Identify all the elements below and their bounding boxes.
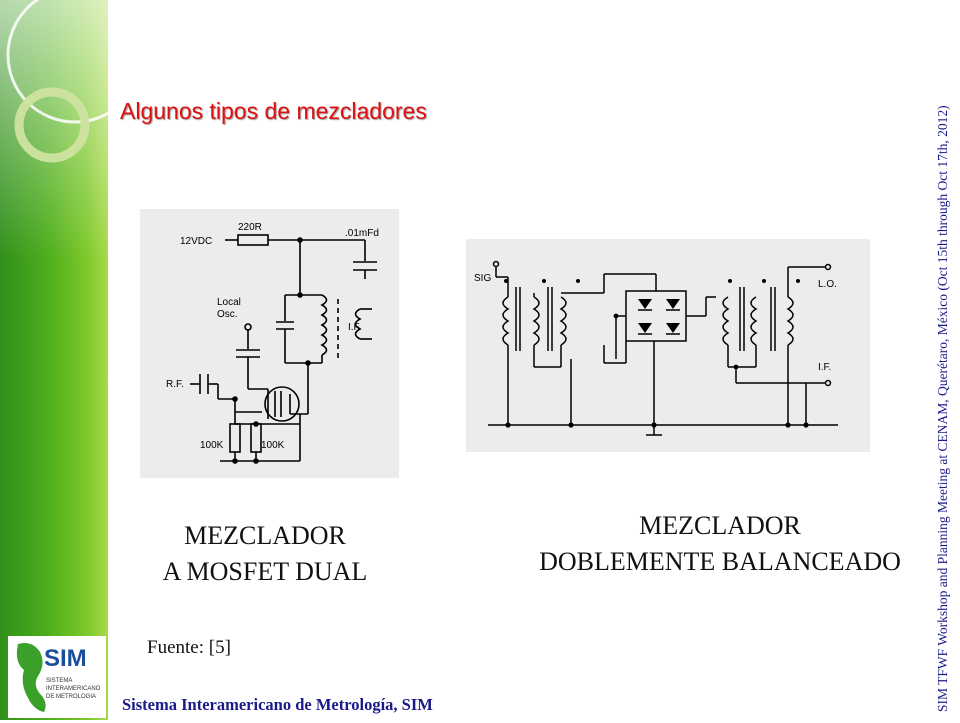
- label-12vdc: 12VDC: [180, 236, 212, 247]
- dbm-caption: MEZCLADOR DOBLEMENTE BALANCEADO: [505, 508, 935, 580]
- logo-line2: INTERAMERICANO: [46, 686, 101, 692]
- label-100k-right: 100K: [261, 440, 285, 451]
- mosfet-circuit-drawing: 12VDC 220R .01mFd Local Osc. I.F. R.F. 1…: [166, 222, 379, 464]
- ring-small: [14, 87, 90, 163]
- decorative-rings: [6, 0, 144, 163]
- source-reference: Fuente: [5]: [147, 637, 231, 658]
- mosfet-mixer-schematic: 12VDC 220R .01mFd Local Osc. I.F. R.F. 1…: [140, 209, 399, 478]
- logo-line3: DE METROLOGIA: [46, 694, 96, 700]
- dbm-caption-line1: MEZCLADOR: [639, 511, 801, 540]
- label-sig: SIG: [474, 273, 491, 284]
- label-if: I.F.: [348, 322, 361, 333]
- dbm-circuit-drawing: SIG L.O. I.F.: [474, 260, 838, 436]
- americas-map-shape: [16, 643, 46, 712]
- mosfet-caption: MEZCLADOR A MOSFET DUAL: [130, 518, 400, 590]
- label-local: Local: [217, 297, 241, 308]
- slide-title: Algunos tipos de mezcladores: [120, 98, 427, 124]
- side-note-container: SIM TFWF Workshop and Planning Meeting a…: [935, 12, 955, 712]
- label-cap: .01mFd: [345, 228, 379, 239]
- logo-abbr: SIM: [44, 645, 87, 672]
- side-note: SIM TFWF Workshop and Planning Meeting a…: [935, 105, 950, 712]
- footer-organization: Sistema Interamericano de Metrología, SI…: [122, 695, 433, 714]
- label-osc: Osc.: [217, 309, 238, 320]
- label-100k-left: 100K: [200, 440, 224, 451]
- mosfet-caption-line2: A MOSFET DUAL: [162, 557, 368, 586]
- ring-large: [6, 0, 144, 124]
- sim-logo-mark: SIM SISTEMA INTERAMERICANO DE METROLOGIA: [16, 643, 101, 712]
- label-rf: R.F.: [166, 379, 184, 390]
- logo-line1: SISTEMA: [46, 678, 72, 684]
- dbm-caption-line2: DOBLEMENTE BALANCEADO: [539, 547, 901, 576]
- label-lo: L.O.: [818, 279, 837, 290]
- label-220r: 220R: [238, 222, 262, 233]
- label-if: I.F.: [818, 362, 831, 373]
- double-balanced-mixer-schematic: SIG L.O. I.F.: [466, 239, 870, 452]
- sim-logo: SIM SISTEMA INTERAMERICANO DE METROLOGIA: [8, 636, 106, 718]
- mosfet-caption-line1: MEZCLADOR: [184, 521, 346, 550]
